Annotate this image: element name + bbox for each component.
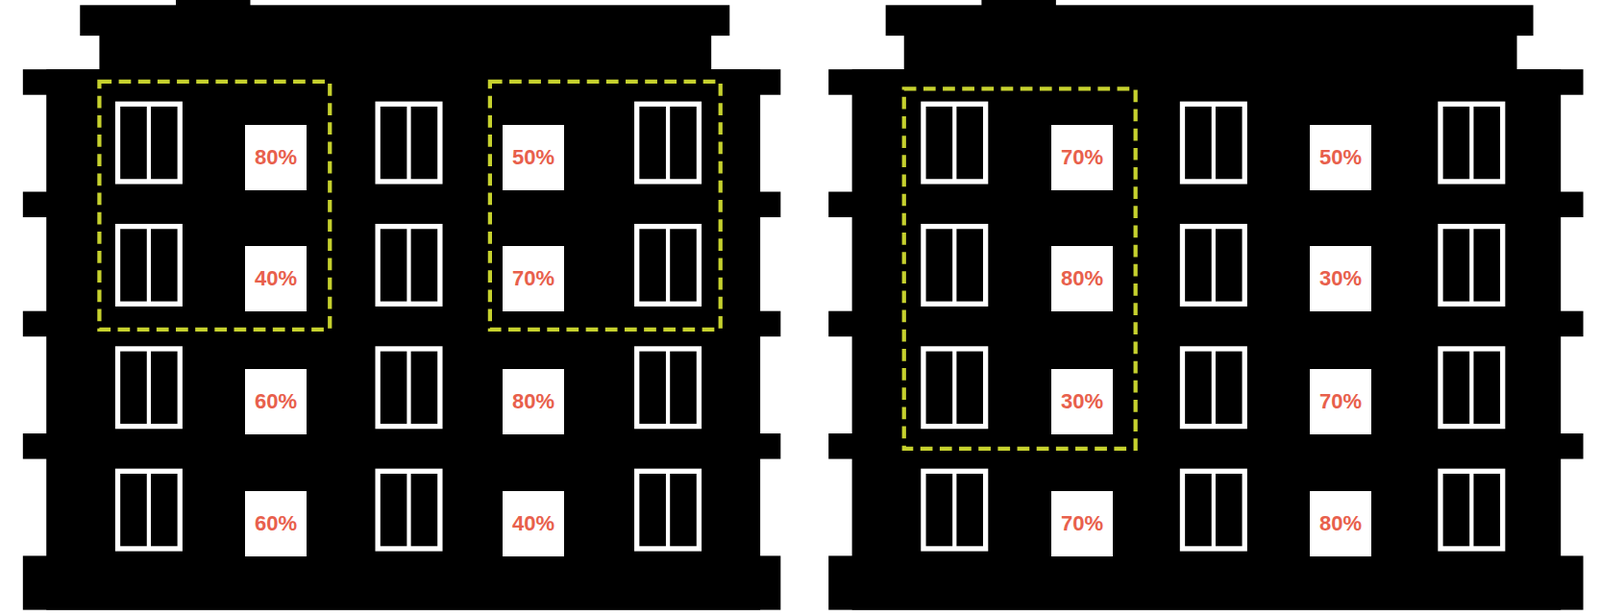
window xyxy=(1440,103,1503,182)
window-mullion xyxy=(147,348,151,427)
percent-box: 80% xyxy=(245,124,307,191)
percent-box: 50% xyxy=(1309,124,1372,191)
window-mullion xyxy=(665,226,670,305)
percent-box: 80% xyxy=(1051,246,1113,312)
window-mullion xyxy=(665,470,670,549)
window-mullion xyxy=(665,348,670,427)
percent-box: 60% xyxy=(245,491,307,557)
window xyxy=(1181,470,1245,549)
window xyxy=(118,470,181,549)
window-mullion xyxy=(147,103,151,182)
percent-label: 70% xyxy=(1319,389,1362,415)
percent-box: 70% xyxy=(1309,369,1372,435)
window xyxy=(377,470,441,549)
window xyxy=(118,226,181,305)
window-mullion xyxy=(406,226,411,305)
percent-label: 80% xyxy=(1060,266,1104,292)
percent-box: 40% xyxy=(245,246,307,312)
percent-box: 30% xyxy=(1309,246,1372,312)
window-mullion xyxy=(952,103,957,182)
window xyxy=(118,348,181,427)
percent-box: 40% xyxy=(502,491,565,557)
percent-label: 80% xyxy=(1319,511,1362,537)
percent-label: 60% xyxy=(254,511,297,537)
percent-box: 70% xyxy=(502,246,565,312)
percent-box: 70% xyxy=(1051,491,1113,557)
window xyxy=(923,226,986,305)
percent-label: 70% xyxy=(512,266,555,292)
percent-label: 70% xyxy=(1060,145,1104,171)
window-mullion xyxy=(1469,226,1474,305)
window xyxy=(1181,226,1245,305)
percent-label: 60% xyxy=(254,389,297,415)
window xyxy=(1181,103,1245,182)
group-bracket xyxy=(904,88,1136,449)
percent-label: 30% xyxy=(1319,266,1362,292)
window xyxy=(637,226,700,305)
window xyxy=(923,348,986,427)
group-bracket xyxy=(98,81,330,330)
window xyxy=(377,103,441,182)
building-silhouette xyxy=(828,0,1583,611)
group-bracket xyxy=(490,81,721,330)
percent-box: 80% xyxy=(502,369,565,435)
window-mullion xyxy=(1211,226,1216,305)
percent-box: 70% xyxy=(1051,124,1113,191)
window-mullion xyxy=(147,470,151,549)
window-mullion xyxy=(1469,470,1474,549)
window-mullion xyxy=(406,348,411,427)
percent-label: 40% xyxy=(512,511,555,537)
percent-box: 80% xyxy=(1309,491,1372,557)
window xyxy=(637,470,700,549)
window-mullion xyxy=(952,348,957,427)
window-mullion xyxy=(147,226,151,305)
percent-label: 30% xyxy=(1060,389,1104,415)
window-mullion xyxy=(1469,348,1474,427)
building-silhouette xyxy=(23,0,782,611)
percent-label: 40% xyxy=(254,266,297,292)
percent-label: 80% xyxy=(254,145,297,171)
window xyxy=(118,103,181,182)
window xyxy=(377,226,441,305)
windows xyxy=(118,103,1503,549)
window-mullion xyxy=(1469,103,1474,182)
window-mullion xyxy=(1211,470,1216,549)
percent-box: 30% xyxy=(1051,369,1113,435)
window-mullion xyxy=(952,226,957,305)
window xyxy=(1440,348,1503,427)
window xyxy=(377,348,441,427)
percent-box: 60% xyxy=(245,369,307,435)
window xyxy=(1440,226,1503,305)
window-mullion xyxy=(406,103,411,182)
window-mullion xyxy=(1211,103,1216,182)
window-mullion xyxy=(665,103,670,182)
window xyxy=(637,348,700,427)
window-mullion xyxy=(1211,348,1216,427)
window-mullion xyxy=(406,470,411,549)
window xyxy=(637,103,700,182)
window xyxy=(923,103,986,182)
percent-box: 50% xyxy=(502,124,565,191)
percent-label: 80% xyxy=(512,389,555,415)
window xyxy=(923,470,986,549)
window-mullion xyxy=(952,470,957,549)
window xyxy=(1440,470,1503,549)
percent-label: 50% xyxy=(1319,145,1362,171)
percent-label: 50% xyxy=(512,145,555,171)
percent-label: 70% xyxy=(1060,511,1104,537)
window xyxy=(1181,348,1245,427)
